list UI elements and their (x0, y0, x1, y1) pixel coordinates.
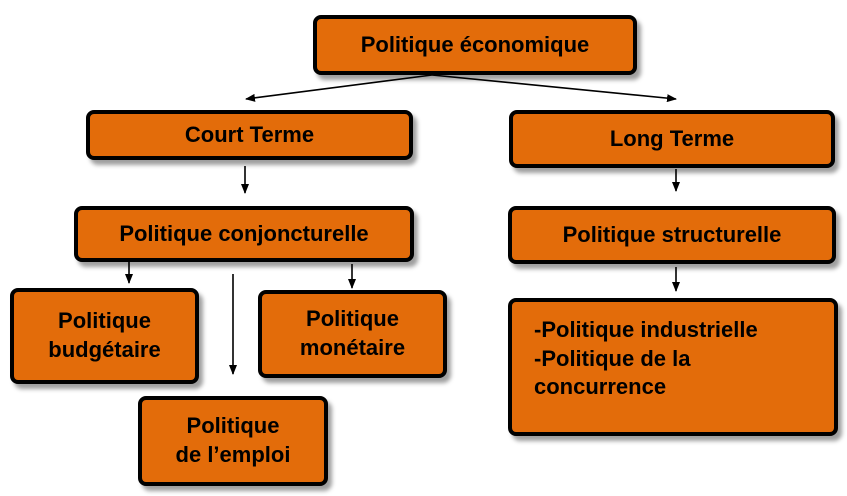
node-label-line-2: monétaire (299, 335, 406, 360)
node-politique-emploi: Politique de l’emploi (138, 396, 328, 486)
node-politique-conjoncturelle: Politique conjoncturelle (74, 206, 414, 262)
node-label: Politique conjoncturelle (119, 220, 369, 246)
node-politique-budgetaire: Politique budgétaire (10, 288, 199, 384)
node-label-line-1: Politique (186, 413, 280, 439)
node-court-terme: Court Terme (86, 110, 413, 160)
node-label: Politique économique (360, 31, 590, 57)
details-line-concurrence-1: -Politique de la (534, 345, 691, 371)
node-politique-monetaire: Politique monétaire (258, 290, 447, 378)
node-label: Court Terme (184, 121, 315, 147)
node-structurelle-details: -Politique industrielle -Politique de la… (508, 298, 838, 436)
node-label-line-2: budgétaire (48, 337, 161, 362)
node-label: Long Terme (609, 125, 735, 151)
arrow-root-to-court-terme (245, 74, 433, 102)
node-label: Politique structurelle (562, 221, 782, 247)
node-long-terme: Long Terme (509, 110, 835, 168)
details-line-industrielle: -Politique industrielle (534, 317, 758, 342)
node-politique-structurelle: Politique structurelle (508, 206, 836, 264)
node-label-line-2: de l’emploi (175, 442, 291, 467)
node-label-line-1: Politique (306, 306, 399, 332)
node-politique-economique: Politique économique (313, 15, 637, 75)
arrow-root-to-long-terme (431, 74, 677, 103)
details-line-concurrence-2: concurrence (534, 374, 667, 400)
node-label-line-1: Politique (58, 308, 151, 334)
